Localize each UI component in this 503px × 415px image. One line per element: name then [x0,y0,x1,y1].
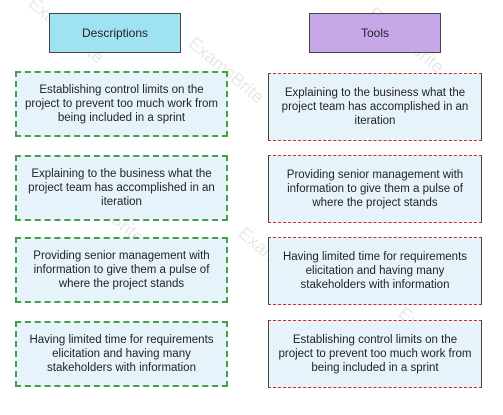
tools-header: Tools [309,13,441,53]
description-text: Establishing control limits on the proje… [24,84,219,124]
tool-draggable-item[interactable]: Providing senior management with informa… [268,155,482,223]
description-drop-target[interactable]: Explaining to the business what the proj… [15,155,228,221]
tool-draggable-item[interactable]: Having limited time for requirements eli… [268,237,482,305]
tool-draggable-item[interactable]: Establishing control limits on the proje… [268,320,482,388]
descriptions-header: Descriptions [49,13,181,53]
tool-text: Providing senior management with informa… [286,169,464,209]
tools-header-label: Tools [360,26,389,40]
description-drop-target[interactable]: Having limited time for requirements eli… [15,321,228,387]
description-text: Having limited time for requirements eli… [29,334,214,374]
tool-text: Establishing control limits on the proje… [278,334,472,374]
description-text: Providing senior management with informa… [33,250,210,290]
tool-draggable-item[interactable]: Explaining to the business what the proj… [268,73,482,141]
description-drop-target[interactable]: Providing senior management with informa… [15,237,228,303]
tool-text: Having limited time for requirements eli… [282,251,468,291]
description-drop-target[interactable]: Establishing control limits on the proje… [15,71,228,137]
description-text: Explaining to the business what the proj… [28,168,215,208]
descriptions-header-label: Descriptions [81,26,149,40]
tool-text: Explaining to the business what the proj… [281,87,469,127]
